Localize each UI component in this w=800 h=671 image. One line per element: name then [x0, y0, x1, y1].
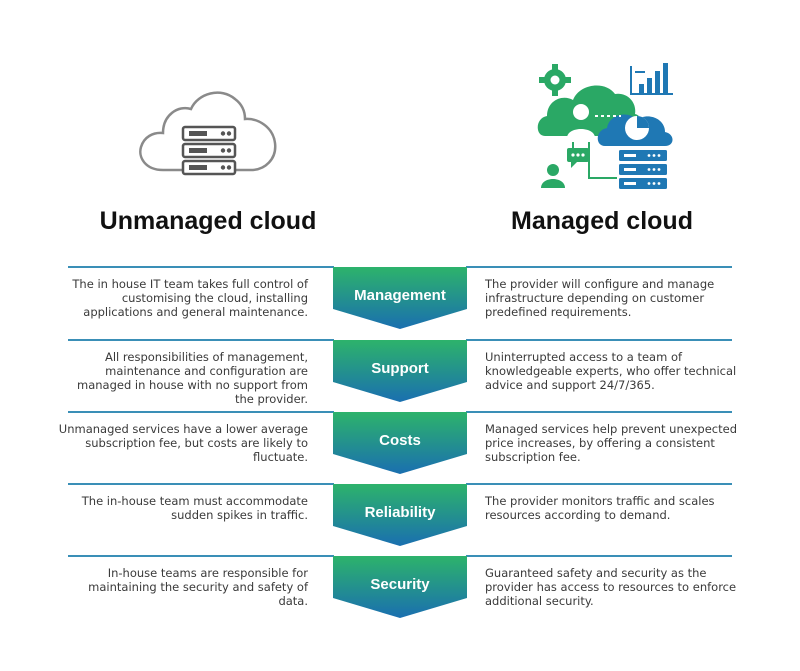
unmanaged-description: All responsibilities of management, main…: [77, 350, 308, 406]
chevron-label: Costs: [379, 432, 421, 449]
chevron-costs: Costs: [333, 412, 467, 474]
managed-description: The provider monitors traffic and scales…: [485, 494, 715, 522]
unmanaged-description: The in house IT team takes full control …: [72, 277, 308, 319]
chevron-management: Management: [333, 267, 467, 329]
divider-left: [68, 483, 334, 485]
chevron-label: Management: [354, 287, 446, 304]
divider-right: [466, 555, 732, 557]
chevron-label: Support: [371, 360, 429, 377]
unmanaged-description: Unmanaged services have a lower average …: [58, 422, 308, 464]
chevron-security: Security: [333, 556, 467, 618]
divider-left: [68, 339, 334, 341]
chevron-label: Reliability: [364, 504, 436, 521]
chevron-support: Support: [333, 340, 467, 402]
managed-description: Guaranteed safety and security as the pr…: [485, 566, 737, 608]
divider-right: [466, 483, 732, 485]
divider-right: [466, 339, 732, 341]
divider-left: [68, 555, 334, 557]
managed-cloud-illustration-icon: [533, 58, 683, 190]
divider-right: [466, 411, 732, 413]
unmanaged-cloud-heading: Unmanaged cloud: [99, 207, 317, 235]
divider-left: [68, 266, 334, 268]
managed-description: Uninterrupted access to a team of knowle…: [485, 350, 737, 392]
cloud-server-icon: [133, 85, 283, 185]
unmanaged-description: The in-house team must accommodate sudde…: [81, 494, 308, 522]
managed-cloud-heading: Managed cloud: [511, 207, 693, 235]
managed-description: Managed services help prevent unexpected…: [485, 422, 738, 464]
chevron-reliability: Reliability: [333, 484, 467, 546]
unmanaged-description: In-house teams are responsible for maint…: [88, 566, 308, 608]
divider-right: [466, 266, 732, 268]
managed-description: The provider will configure and manage i…: [485, 277, 715, 319]
divider-left: [68, 411, 334, 413]
chevron-label: Security: [370, 576, 430, 593]
